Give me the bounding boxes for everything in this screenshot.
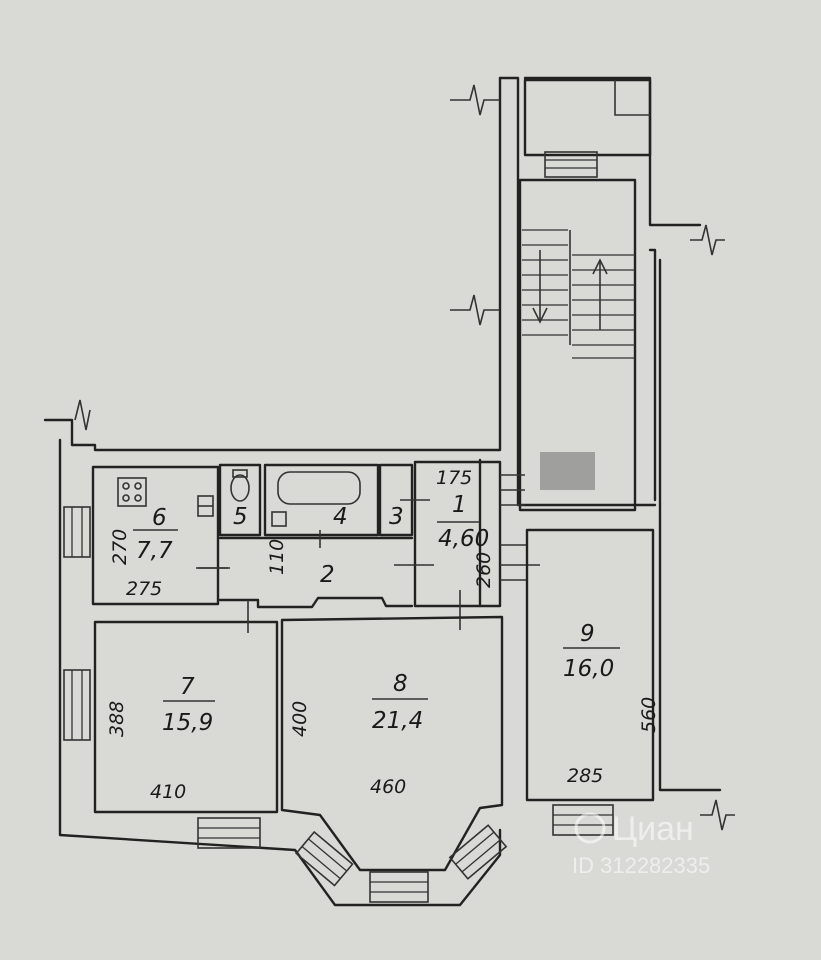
fraction-lines — [133, 521, 620, 702]
room-6-area: 7,7 — [136, 538, 173, 564]
stair-hall — [518, 78, 652, 512]
dim-410: 410 — [150, 781, 186, 803]
room-9-area: 16,0 — [563, 656, 614, 682]
room-3-number: 3 — [389, 504, 404, 530]
room-6-number: 6 — [152, 505, 167, 531]
redacted-patch — [540, 452, 595, 490]
room-6-kitchen — [91, 465, 228, 606]
room-8 — [280, 615, 504, 872]
room-4-number: 4 — [333, 504, 348, 530]
stair-flight-down — [522, 229, 568, 336]
room-7 — [93, 600, 279, 814]
dim-388: 388 — [106, 701, 128, 737]
watermark-brand: Циан — [612, 810, 694, 848]
room-9-number: 9 — [580, 621, 595, 647]
windows — [63, 506, 614, 903]
room-8-number: 8 — [393, 671, 408, 697]
room-8-area: 21,4 — [372, 708, 423, 734]
wet-rooms — [218, 463, 414, 537]
room-2-number: 2 — [320, 562, 335, 588]
watermark-id: ID 312282335 — [572, 853, 710, 878]
dim-460: 460 — [370, 776, 406, 798]
outer-walls — [43, 76, 722, 907]
room-7-number: 7 — [180, 674, 195, 700]
dim-560: 560 — [638, 697, 660, 733]
dim-110: 110 — [266, 539, 288, 575]
watermark: Циан ID 312282335 — [572, 810, 710, 878]
room-1-area: 4,60 — [438, 526, 489, 552]
dim-260: 260 — [473, 552, 495, 588]
room-5-number: 5 — [233, 504, 248, 530]
dim-285: 285 — [567, 765, 603, 787]
room-1-number: 1 — [452, 492, 467, 518]
room-7-area: 15,9 — [162, 710, 213, 736]
dim-400: 400 — [289, 701, 311, 737]
dim-175: 175 — [436, 467, 472, 489]
stair-flight-up — [572, 254, 635, 359]
dim-270: 270 — [109, 529, 131, 565]
room-9 — [525, 528, 655, 802]
break-marks — [74, 84, 735, 831]
corridor-and-entrance — [196, 460, 540, 630]
dim-275: 275 — [126, 578, 162, 600]
